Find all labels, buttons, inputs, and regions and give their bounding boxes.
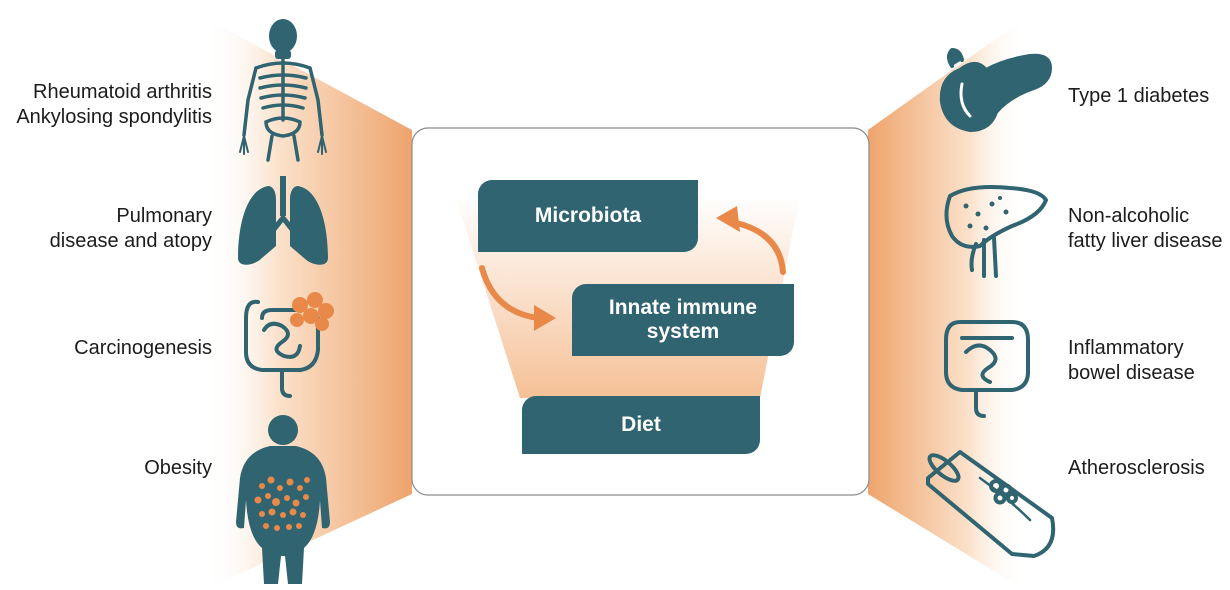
label-line: fatty liver disease xyxy=(1068,230,1223,252)
right-glow-panel xyxy=(868,18,1025,590)
label-line: Type 1 diabetes xyxy=(1068,85,1210,107)
diet-label: Diet xyxy=(621,413,661,436)
label-obesity: Obesity xyxy=(144,456,212,481)
label-line: Ankylosing spondylitis xyxy=(16,106,212,128)
cycle-arrows xyxy=(479,219,786,321)
label-carcinogenesis: Carcinogenesis xyxy=(74,336,212,361)
microbiota-box: Microbiota xyxy=(478,180,698,252)
label-line: Pulmonary xyxy=(116,205,212,227)
pancreas-icon xyxy=(939,48,1052,132)
obese-body-icon xyxy=(236,415,330,584)
label-line: Non-alcoholic xyxy=(1068,205,1190,227)
label-ibd: Inflammatory bowel disease xyxy=(1068,336,1195,386)
label-line: Obesity xyxy=(144,457,212,479)
arrow-head-up xyxy=(716,206,740,232)
label-pulmonary: Pulmonary disease and atopy xyxy=(50,204,212,254)
label-line: Rheumatoid arthritis xyxy=(33,81,212,103)
label-line: Atherosclerosis xyxy=(1068,457,1205,479)
label-atherosclerosis: Atherosclerosis xyxy=(1068,456,1205,481)
intestine-icon xyxy=(944,320,1030,418)
label-line: disease and atopy xyxy=(49,230,212,252)
label-line: bowel disease xyxy=(1068,362,1195,384)
microbiota-label: Microbiota xyxy=(534,204,642,227)
lungs-icon xyxy=(238,176,328,265)
diet-box: Diet xyxy=(522,396,760,454)
innate-immune-label-line2: system xyxy=(646,320,720,343)
arrow-head-down xyxy=(534,305,556,331)
intestine-tumor-icon xyxy=(244,292,334,398)
innate-immune-box: Innate immune system xyxy=(572,284,794,356)
innate-immune-label-line1: Innate immune xyxy=(608,296,758,319)
artery-icon xyxy=(926,450,1056,558)
label-nafld: Non-alcoholic fatty liver disease xyxy=(1068,204,1223,254)
label-type1-diabetes: Type 1 diabetes xyxy=(1068,84,1209,109)
skeleton-icon xyxy=(239,19,327,162)
liver-icon xyxy=(944,185,1048,278)
label-line: Inflammatory xyxy=(1068,337,1184,359)
label-rheumatoid: Rheumatoid arthritis Ankylosing spondyli… xyxy=(16,80,212,130)
label-line: Carcinogenesis xyxy=(74,337,212,359)
